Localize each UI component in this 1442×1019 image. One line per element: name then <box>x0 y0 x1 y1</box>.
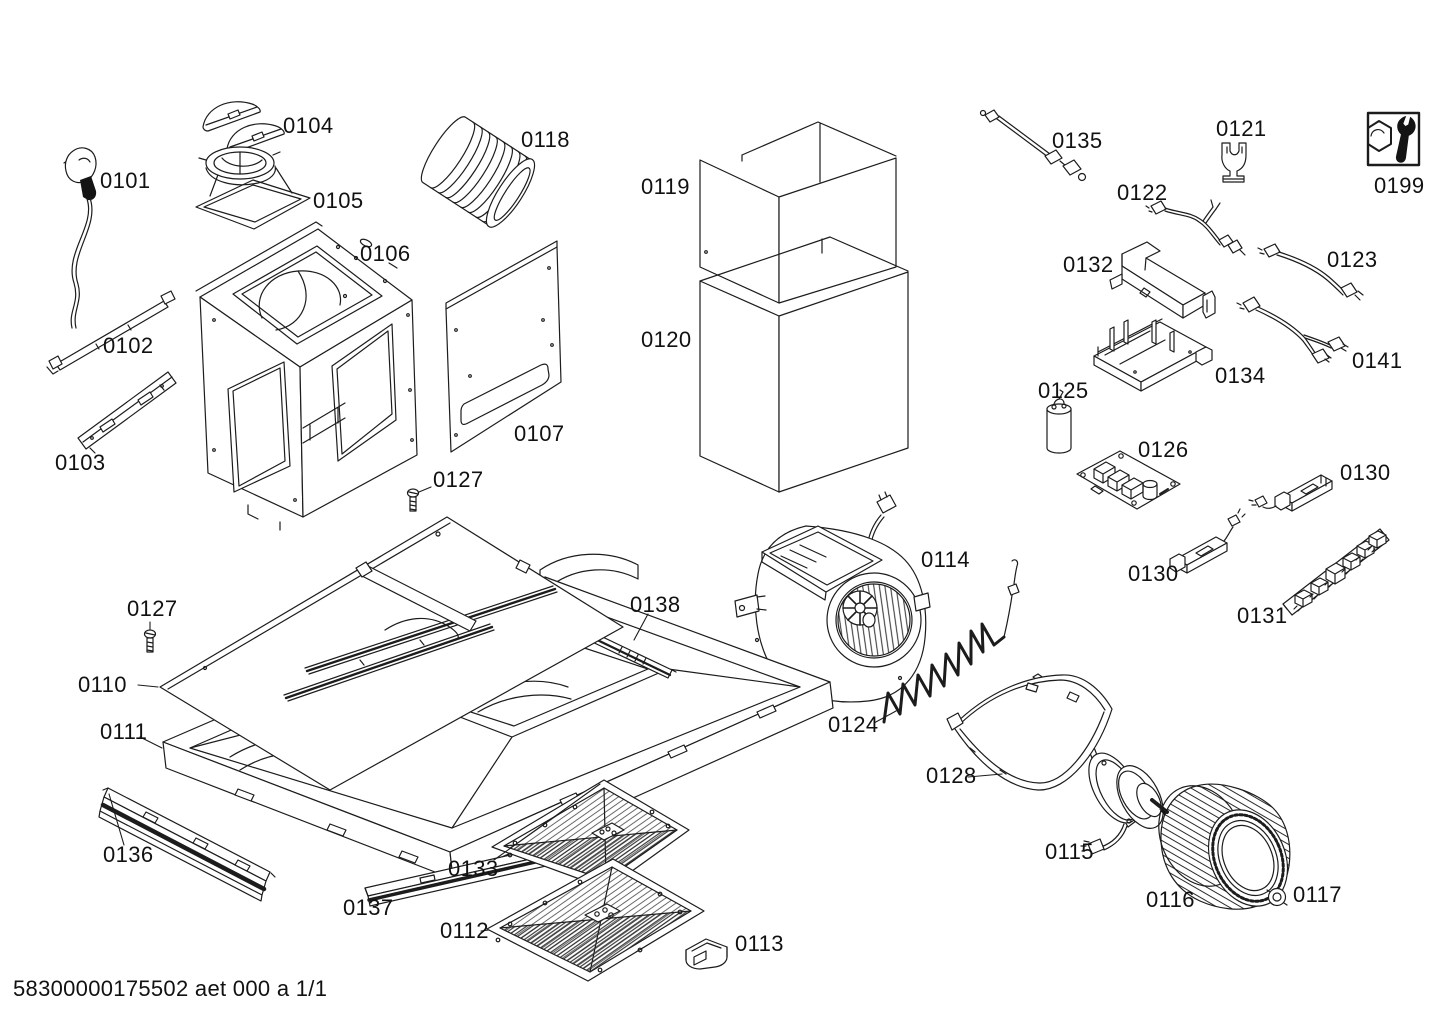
part-0110-top-panel <box>159 516 624 791</box>
part-0102-mounting-rail <box>46 290 176 375</box>
part-0105-duct-adapter <box>195 146 311 230</box>
part-label-0113: 0113 <box>735 931 784 956</box>
service-tool-icon <box>1366 111 1421 167</box>
part-label-0141: 0141 <box>1352 348 1403 373</box>
part-0127-screw-left <box>143 629 157 653</box>
part-label-0104: 0104 <box>283 113 334 138</box>
part-label-0107: 0107 <box>514 421 565 446</box>
part-label-0122: 0122 <box>1117 180 1168 205</box>
part-label-0106: 0106 <box>360 241 411 266</box>
part-label-0125: 0125 <box>1038 378 1089 403</box>
part-0133-grease-filter <box>491 779 690 890</box>
part-label-0111: 0111 <box>100 719 148 744</box>
part-label-0124: 0124 <box>828 712 879 737</box>
part-0107-side-panel <box>445 240 562 453</box>
part-0125-capacitor <box>1046 389 1072 454</box>
leader-lines <box>108 486 1003 932</box>
part-0117-nut <box>1266 887 1288 907</box>
part-label-0116: 0116 <box>1146 887 1195 912</box>
part-0128-cover <box>946 673 1113 791</box>
part-label-0103: 0103 <box>55 450 106 475</box>
part-label-0119: 0119 <box>641 174 690 199</box>
part-label-0137: 0137 <box>343 895 394 920</box>
part-label-0128: 0128 <box>926 763 977 788</box>
part-label-0115: 0115 <box>1045 839 1094 864</box>
part-0116-fan-wheel <box>1158 783 1291 910</box>
part-label-0110: 0110 <box>78 672 127 697</box>
part-0141-splitter-cable <box>1236 296 1349 364</box>
part-0118-flexible-duct <box>420 116 536 228</box>
part-label-0127-a: 0127 <box>127 596 178 621</box>
part-label-0136: 0136 <box>103 842 154 867</box>
part-0131-led-strip <box>1282 528 1390 616</box>
part-label-0117: 0117 <box>1293 882 1342 907</box>
part-label-0199: 0199 <box>1374 173 1425 198</box>
part-label-0112: 0112 <box>440 918 489 943</box>
part-0122-wiring-harness <box>1145 199 1246 256</box>
part-label-0101: 0101 <box>100 168 151 193</box>
part-label-0102: 0102 <box>103 333 154 358</box>
part-0106-housing <box>195 221 418 531</box>
part-label-0121: 0121 <box>1216 116 1267 141</box>
part-0111-inner-deck <box>283 559 558 702</box>
part-label-0131: 0131 <box>1237 603 1288 628</box>
part-0132-cover-bracket <box>1109 241 1216 319</box>
part-label-0134: 0134 <box>1215 363 1266 388</box>
part-0130-led-module-left <box>1169 508 1246 574</box>
part-0124-heating-element <box>882 559 1020 724</box>
part-0101-power-cord <box>63 147 97 329</box>
part-label-0138: 0138 <box>630 592 681 617</box>
part-0115-motor <box>1080 752 1169 855</box>
part-0119-chimney-upper <box>699 121 897 304</box>
part-label-0127-b: 0127 <box>433 467 484 492</box>
part-label-0105: 0105 <box>313 188 364 213</box>
part-label-0132: 0132 <box>1063 252 1114 277</box>
part-label-0123: 0123 <box>1327 247 1378 272</box>
part-label-0130-a: 0130 <box>1340 460 1391 485</box>
part-0112-grease-filter <box>486 858 705 982</box>
part-label-0126: 0126 <box>1138 437 1189 462</box>
part-label-0135: 0135 <box>1052 128 1103 153</box>
part-0123-cable <box>1257 243 1364 301</box>
part-0135-sensor-cable <box>979 109 1087 182</box>
part-0127-screw-right <box>406 488 420 512</box>
part-0113-filter-handle <box>685 938 728 970</box>
part-0120-chimney-lower <box>699 236 909 493</box>
part-label-0130-b: 0130 <box>1128 561 1179 586</box>
part-0103-bracket <box>77 371 177 454</box>
part-label-0133: 0133 <box>448 856 499 881</box>
part-0136-trim-strip <box>98 787 276 902</box>
part-0121-cable-clamp <box>1221 142 1247 183</box>
part-label-0118: 0118 <box>521 127 570 152</box>
part-label-0120: 0120 <box>641 327 692 352</box>
part-label-0114: 0114 <box>921 547 970 572</box>
part-0104-check-flaps <box>202 101 285 154</box>
document-number: 58300000175502 aet 000 a 1/1 <box>13 976 328 1001</box>
part-0130-led-module-right <box>1248 474 1333 512</box>
part-0126-control-board <box>1076 450 1181 510</box>
part-0134-electronics-tray <box>1093 318 1213 392</box>
